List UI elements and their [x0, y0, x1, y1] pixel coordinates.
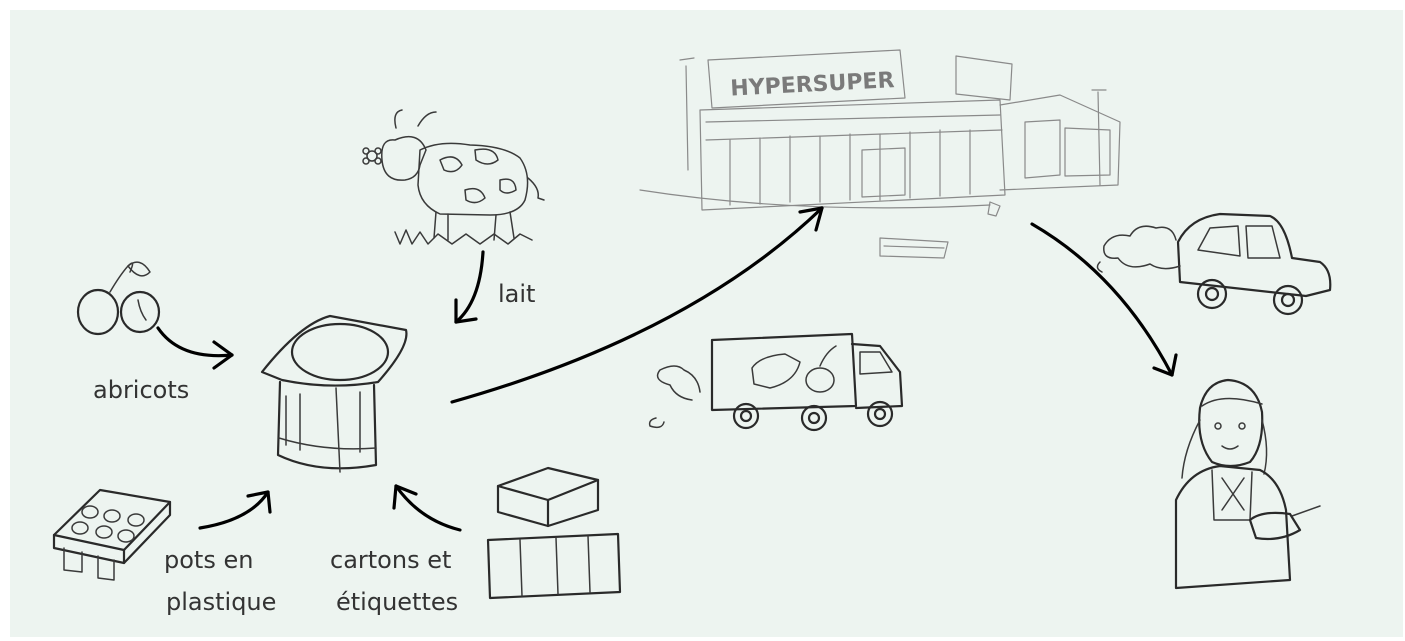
- diagram-svg: HYPERSUPER: [10, 10, 1403, 637]
- label-cartons-line1: cartons et: [330, 546, 451, 574]
- yogurt-supply-chain-diagram: HYPERSUPER: [10, 10, 1403, 637]
- label-apricots: abricots: [93, 376, 189, 404]
- diagram-background: [10, 10, 1403, 637]
- label-plastic-pots-line2: plastique: [166, 588, 276, 616]
- label-milk: lait: [498, 280, 535, 308]
- label-plastic-pots-line1: pots en: [164, 546, 253, 574]
- label-cartons-line2: étiquettes: [336, 588, 458, 616]
